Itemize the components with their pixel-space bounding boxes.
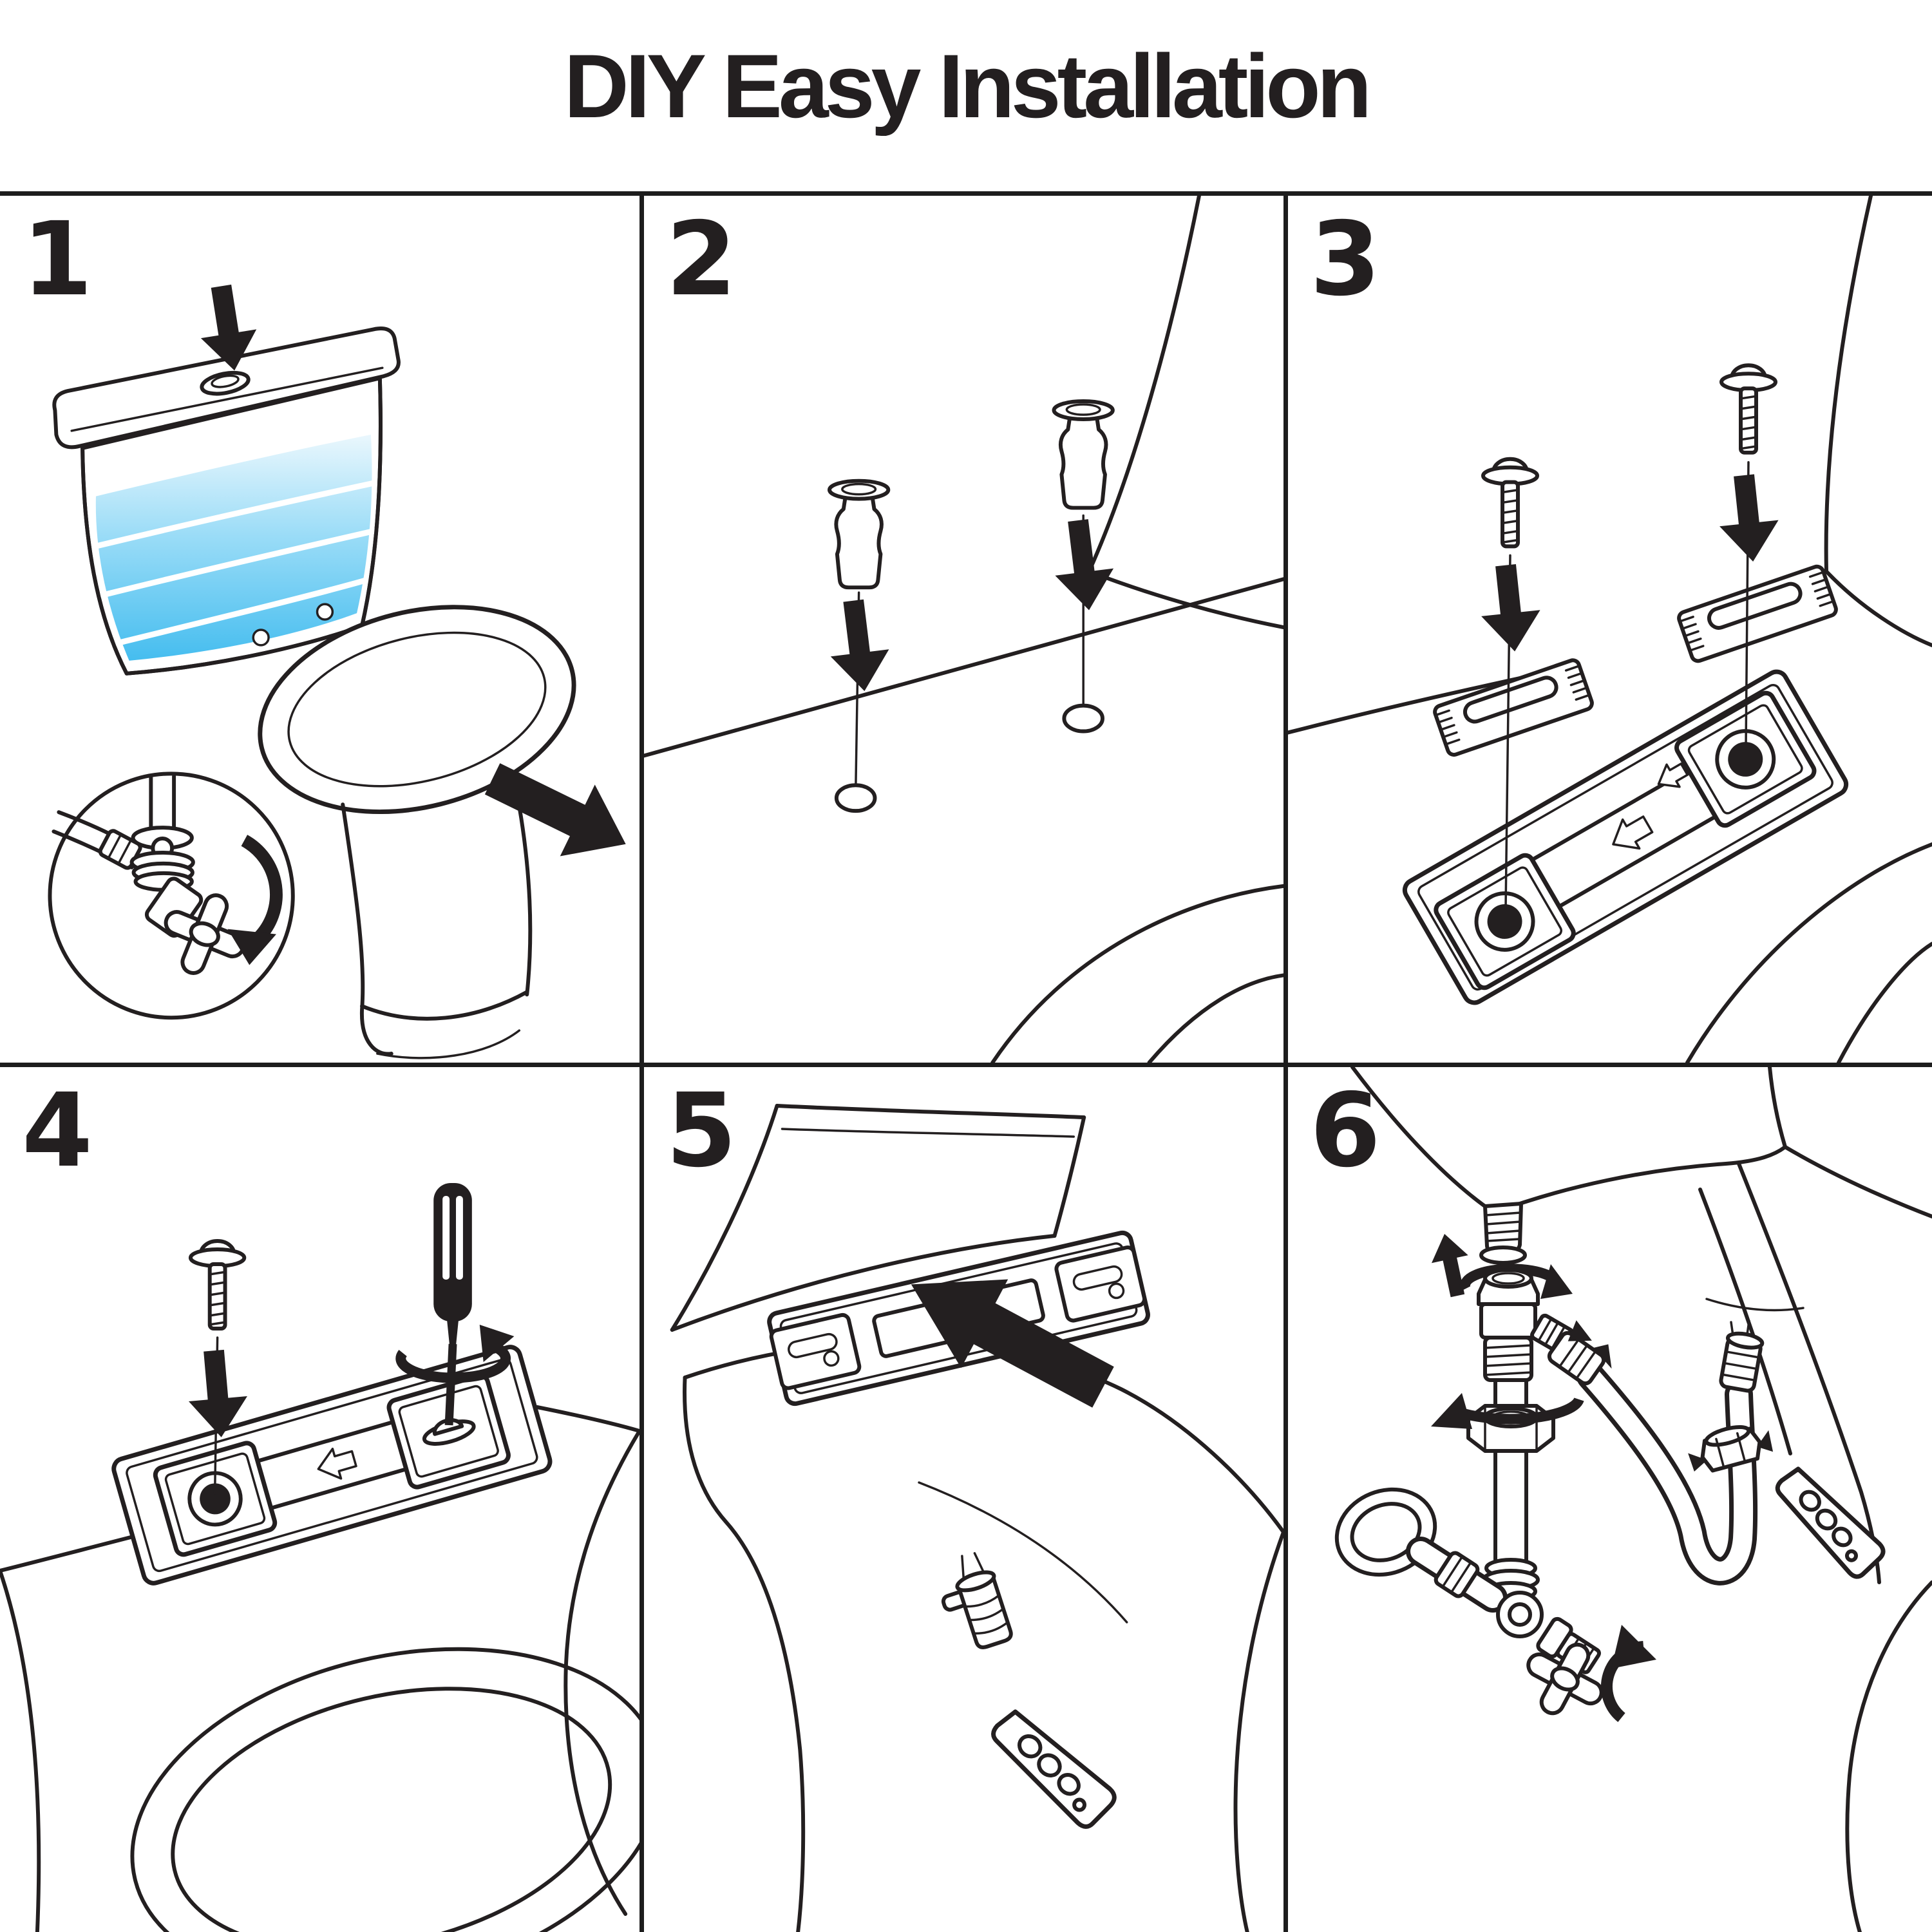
bidet-control-panel — [1775, 1466, 1886, 1579]
plate-pad-right — [386, 1373, 511, 1490]
toilet-outline — [1350, 1067, 1932, 1932]
step-panel-2: 2 — [644, 196, 1288, 1067]
bidet-inlet-valve — [941, 1552, 1013, 1649]
turn-clockwise-arrow-icon — [227, 835, 283, 965]
step-1-illustration — [48, 284, 626, 1059]
step-panel-3: 3 — [1288, 196, 1932, 1067]
supply-pipe — [149, 774, 176, 837]
step-panel-6: 6 — [1288, 1067, 1932, 1932]
plate-pad-left — [1434, 853, 1576, 990]
slide-bracket-right — [1677, 564, 1838, 663]
mounting-plate — [1402, 669, 1849, 1005]
mount-bolt — [188, 1239, 247, 1331]
step-5-illustration — [670, 1104, 1283, 1932]
step-number: 6 — [1310, 1072, 1381, 1190]
down-arrow-left-icon — [1481, 564, 1540, 652]
supply-hose — [1577, 1362, 1758, 1586]
toilet-outline — [670, 1104, 1283, 1932]
step-panel-4: 4 — [0, 1067, 644, 1932]
down-arrow-icon — [188, 1349, 247, 1437]
up-arrow-icon — [1431, 1234, 1468, 1298]
mount-bolt-left — [1481, 457, 1539, 549]
mounting-plate — [111, 1345, 553, 1586]
down-arrow-left-icon — [830, 599, 889, 692]
step-number: 2 — [666, 200, 737, 319]
step-number: 4 — [22, 1072, 93, 1190]
bidet-elbow-fitting — [1719, 1331, 1765, 1393]
hose-nut-right — [1688, 1425, 1774, 1473]
down-arrow-right-icon — [1719, 474, 1779, 562]
press-flush-arrow-icon — [200, 284, 257, 371]
step-4-illustration — [0, 1183, 639, 1932]
step-3-illustration — [1288, 196, 1932, 1063]
seat-anchor-right — [1052, 399, 1115, 510]
tank-water — [95, 434, 372, 661]
step-number: 1 — [22, 200, 93, 319]
plate-pad-left — [153, 1441, 278, 1557]
attach-slide-arrow-icon — [911, 1279, 1114, 1408]
rotate-arrow-middle-icon — [1431, 1393, 1584, 1429]
slide-bracket-left — [1433, 658, 1594, 757]
seat-bolt-hole-right — [1062, 703, 1104, 734]
toilet-deck — [644, 196, 1283, 1063]
step-6-illustration — [1334, 1067, 1932, 1932]
toilet-with-tank — [52, 327, 576, 1059]
step-number: 3 — [1310, 200, 1381, 319]
seat-bolt-hole-left — [834, 783, 877, 813]
plate-pad-right — [1674, 690, 1817, 828]
screwdriver — [433, 1183, 472, 1426]
step-panel-5: 5 — [644, 1067, 1288, 1932]
toilet-outline — [1288, 196, 1932, 1063]
title-bar: DIY Easy Installation — [0, 0, 1932, 191]
shutoff-valve — [1496, 1591, 1604, 1716]
bidet-control-panel — [991, 1709, 1117, 1829]
steps-grid: 1 — [0, 191, 1932, 1932]
mount-bolt-right — [1719, 363, 1777, 455]
valve-handle — [1526, 1642, 1604, 1716]
down-arrow-right-icon — [1055, 519, 1114, 611]
hose-nut-left — [1547, 1320, 1612, 1386]
rotate-clockwise-arrow-icon — [395, 1325, 515, 1383]
step-number: 5 — [666, 1072, 737, 1190]
step-panel-1: 1 — [0, 196, 644, 1067]
open-valve-arrow-icon — [1601, 1625, 1656, 1722]
water-shutoff-inset — [48, 772, 295, 1020]
seat-anchor-left — [827, 478, 891, 590]
toilet-seat-lid — [258, 605, 576, 815]
tank-fill-shank — [1479, 1202, 1527, 1265]
page-title: DIY Easy Installation — [564, 35, 1372, 137]
step-2-illustration — [644, 196, 1283, 1063]
wall-pipe — [1406, 1537, 1508, 1613]
remove-seat-arrow-icon — [484, 763, 626, 857]
